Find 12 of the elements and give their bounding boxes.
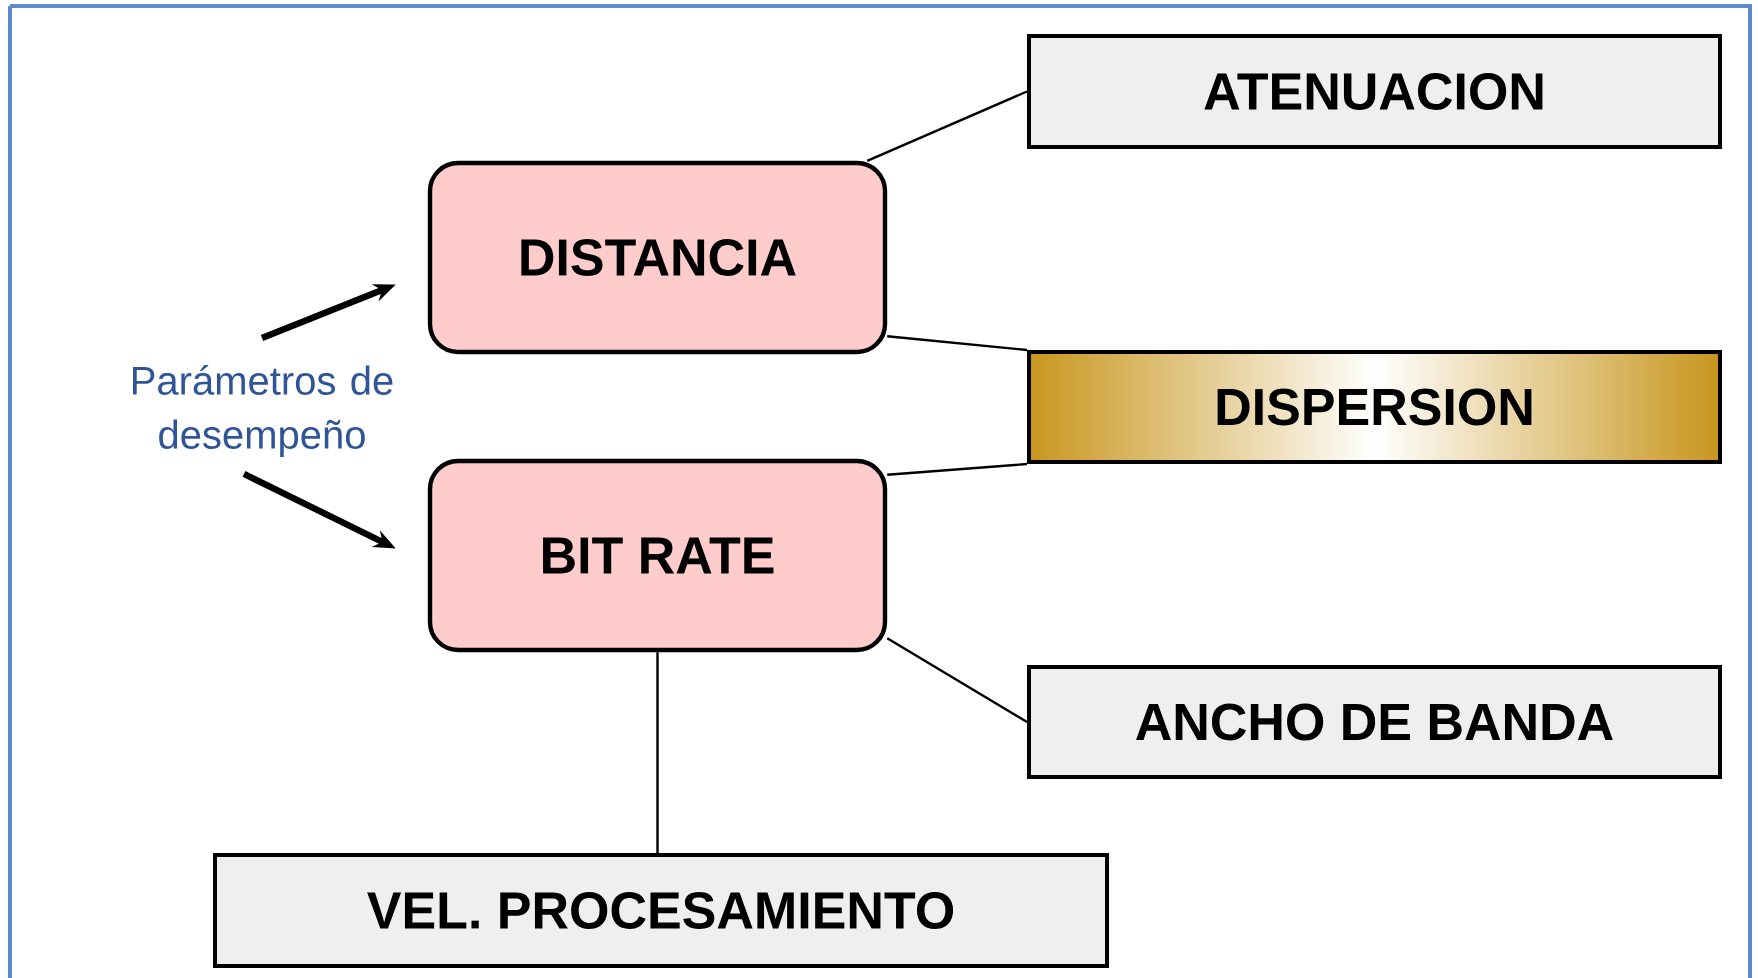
connector-line	[886, 637, 1028, 724]
rounded-box: DISTANCIA	[427, 160, 888, 355]
parameter-box: VEL. PROCESAMIENTO	[213, 853, 1109, 968]
annotation-text: Parámetros de desempeño	[133, 365, 393, 457]
parameter-box: ANCHO DE BANDA	[1027, 665, 1722, 779]
connector-line	[887, 462, 1028, 476]
highlighted-box: DISPERSION	[1027, 350, 1722, 464]
connector-line	[866, 90, 1028, 162]
rounded-box: BIT RATE	[427, 458, 888, 653]
connector-line	[887, 335, 1028, 352]
parameter-box: ATENUACION	[1027, 34, 1722, 149]
connector-line	[656, 652, 659, 853]
